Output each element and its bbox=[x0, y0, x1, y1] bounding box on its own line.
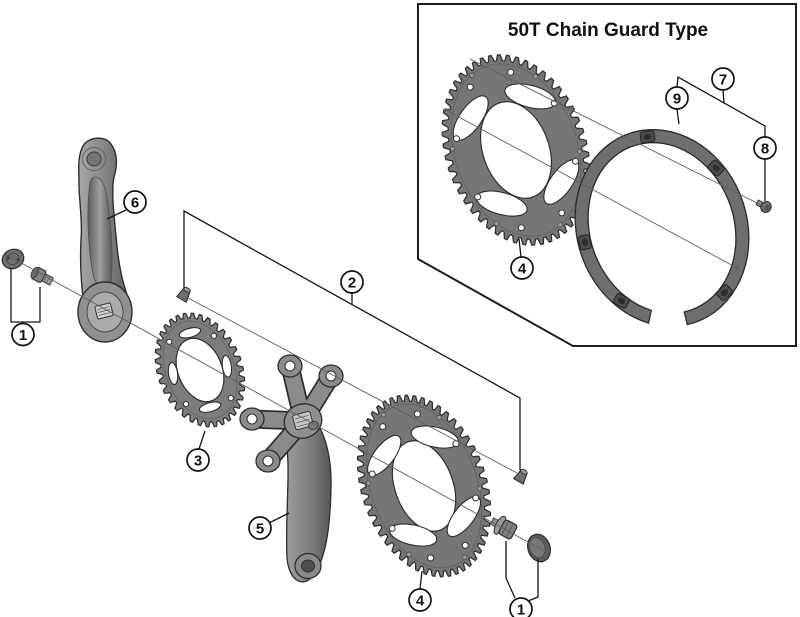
left-crank-arm bbox=[77, 137, 133, 343]
inset-bolt-axis-line bbox=[469, 58, 764, 207]
axle-square-hole bbox=[94, 302, 114, 320]
leader-4 bbox=[419, 570, 423, 590]
axis-end-dot bbox=[444, 108, 448, 112]
guard-bolt-tab bbox=[716, 284, 733, 301]
callout-2: 2 bbox=[340, 270, 364, 294]
svg-text:9: 9 bbox=[673, 90, 681, 107]
spider-arms bbox=[239, 354, 344, 473]
axis-end-dot bbox=[735, 266, 739, 270]
right-crank-arm bbox=[239, 354, 344, 583]
svg-text:1: 1 bbox=[19, 327, 27, 344]
axis-lines bbox=[4, 58, 764, 554]
chainring-nut-bottom bbox=[512, 468, 528, 485]
guard-bolt-tab bbox=[707, 159, 725, 177]
bracket-1-right bbox=[505, 541, 539, 602]
callout-9: 9 bbox=[665, 86, 689, 110]
crank-bolt-right bbox=[489, 515, 518, 540]
svg-text:2: 2 bbox=[348, 274, 356, 291]
svg-text:1: 1 bbox=[517, 601, 525, 617]
callout-6: 6 bbox=[123, 190, 147, 214]
callout-5: 5 bbox=[248, 516, 272, 540]
guard-bolt-tab bbox=[578, 234, 592, 251]
svg-text:5: 5 bbox=[256, 520, 264, 537]
svg-text:6: 6 bbox=[131, 194, 139, 211]
leader-5 bbox=[268, 512, 290, 524]
inset-box bbox=[417, 3, 797, 347]
callout-3: 3 bbox=[186, 448, 210, 472]
leader-6 bbox=[106, 209, 127, 220]
inset-axle-axis-line bbox=[445, 109, 738, 269]
bolt-axis-line bbox=[187, 297, 518, 474]
guard-bolt-tab bbox=[613, 293, 630, 309]
inset-title: 50T Chain Guard Type bbox=[508, 20, 708, 41]
svg-text:4: 4 bbox=[518, 260, 527, 277]
guard-bolt-tab bbox=[639, 130, 656, 144]
callout-7: 7 bbox=[711, 67, 735, 91]
chainring-nut-top bbox=[175, 286, 191, 303]
small-chainring bbox=[154, 312, 246, 428]
bracket-7-8-9 bbox=[676, 75, 766, 201]
crank-bolt-left bbox=[30, 266, 55, 286]
large-chainring-inset bbox=[441, 54, 591, 246]
callout-4: 4 bbox=[408, 588, 432, 612]
callout-4-inset: 4 bbox=[510, 256, 534, 280]
svg-text:3: 3 bbox=[194, 452, 202, 469]
callout-1-left: 1 bbox=[11, 322, 35, 347]
callout-8: 8 bbox=[753, 136, 777, 160]
axle-axis-line bbox=[4, 253, 549, 554]
bracket-2 bbox=[183, 209, 521, 470]
crank-cap-left bbox=[1, 248, 25, 270]
pedal-eye-ring bbox=[82, 147, 106, 171]
callout-1-right: 1 bbox=[509, 597, 533, 617]
leader-4-inset bbox=[518, 238, 522, 258]
leader-3 bbox=[198, 430, 206, 450]
guard-fixing-bolt bbox=[755, 199, 772, 214]
svg-text:8: 8 bbox=[761, 140, 769, 157]
pedal-eye-hole bbox=[86, 151, 102, 167]
large-chainring bbox=[356, 394, 492, 578]
chain-guard bbox=[574, 129, 750, 326]
svg-text:7: 7 bbox=[719, 71, 727, 88]
svg-text:4: 4 bbox=[416, 592, 425, 609]
spider-axle-plug bbox=[292, 410, 319, 431]
